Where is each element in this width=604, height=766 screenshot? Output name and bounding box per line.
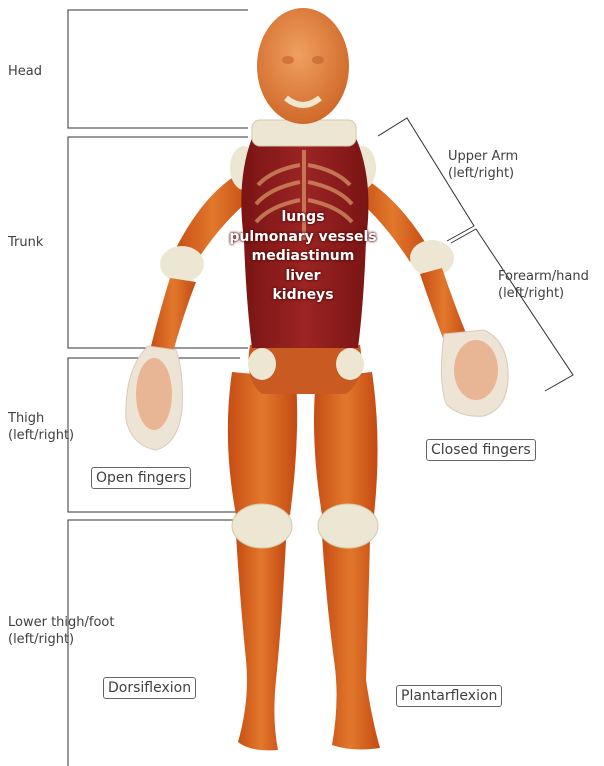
callout-open-fingers: Open fingers — [91, 467, 191, 489]
right-lower-leg — [322, 535, 380, 749]
left-lower-leg — [236, 535, 286, 750]
left-forearm — [150, 278, 196, 356]
label-upper-arm: Upper Arm (left/right) — [448, 148, 518, 182]
organ-kidneys: kidneys — [218, 286, 388, 306]
left-hip-joint — [248, 348, 276, 380]
organ-mediastinum: mediastinum — [218, 247, 388, 267]
head-bracket — [68, 10, 248, 128]
right-hip-joint — [336, 348, 364, 380]
organ-lungs: lungs — [218, 208, 388, 228]
left-knee-joint — [232, 504, 292, 548]
callout-plantarflexion: Plantarflexion — [396, 685, 502, 707]
label-lower-thigh-foot: Lower thigh/foot (left/right) — [8, 614, 114, 648]
callout-dorsiflexion: Dorsiflexion — [103, 677, 196, 699]
right-knee-joint — [318, 504, 378, 548]
label-trunk: Trunk — [8, 234, 43, 251]
label-forearm-hand: Forearm/hand (left/right) — [498, 268, 589, 302]
callout-closed-fingers: Closed fingers — [426, 439, 536, 461]
label-thigh: Thigh (left/right) — [8, 410, 74, 444]
organ-list: lungs pulmonary vessels mediastinum live… — [218, 208, 388, 306]
right-elbow-joint — [410, 240, 454, 276]
label-head: Head — [8, 63, 42, 80]
figure-body — [126, 8, 508, 750]
left-elbow-joint — [160, 246, 204, 282]
organ-liver: liver — [218, 267, 388, 287]
organ-pulmonary-vessels: pulmonary vessels — [218, 228, 388, 248]
